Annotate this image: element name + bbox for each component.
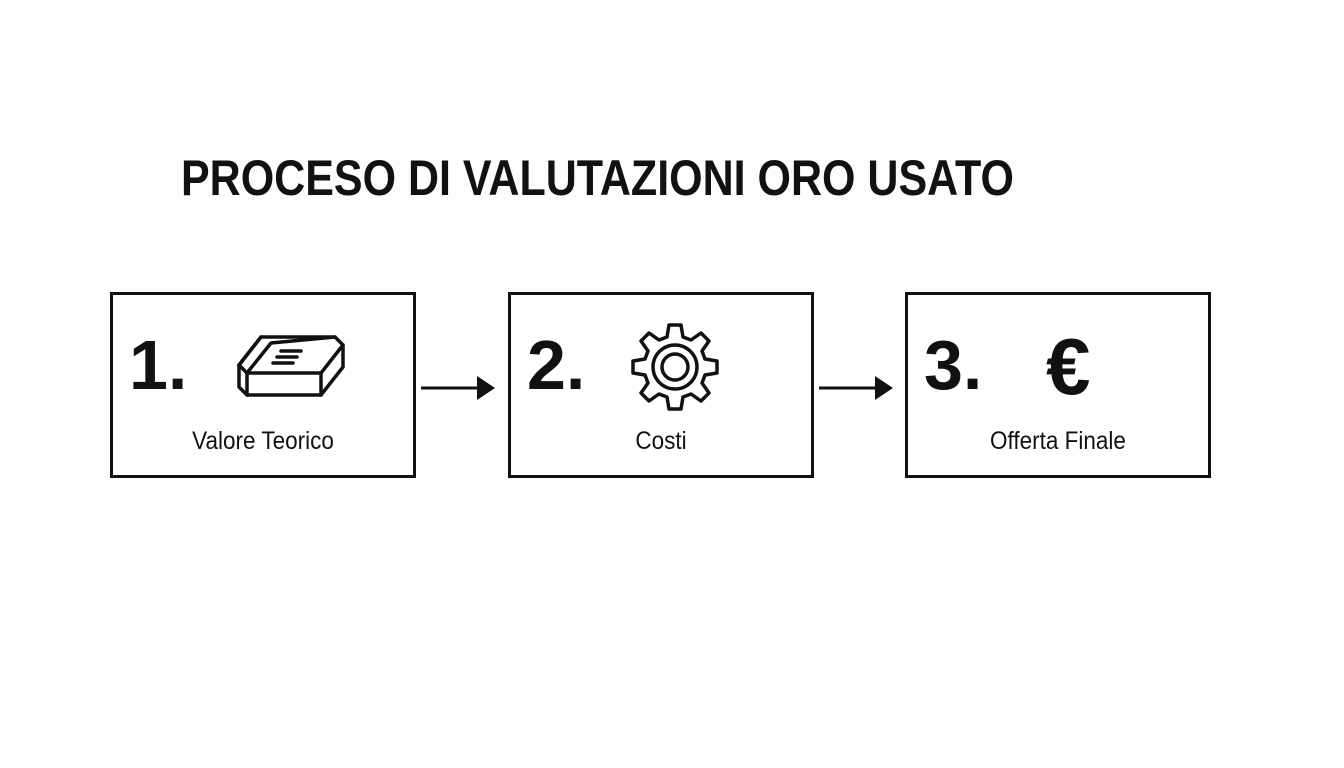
step-number: 3. — [924, 326, 983, 404]
diagram-title: PROCESO DI VALUTAZIONI ORO USATO — [181, 150, 1014, 206]
step-box-costi: 2. Costi — [508, 292, 814, 478]
step-number: 1. — [129, 326, 188, 404]
arrow-right-icon — [421, 372, 497, 409]
step-label: Valore Teorico — [192, 427, 334, 455]
step-number: 2. — [527, 326, 586, 404]
step-box-offerta-finale: 3. € Offerta Finale — [905, 292, 1211, 478]
step-label: Costi — [635, 427, 687, 455]
step-label: Offerta Finale — [990, 427, 1126, 455]
gear-icon — [627, 319, 723, 420]
step-box-valore-teorico: 1. Valore Teorico — [110, 292, 416, 478]
gold-bar-icon — [231, 329, 347, 410]
arrow-right-icon — [819, 372, 895, 409]
euro-icon: € — [1046, 322, 1091, 411]
